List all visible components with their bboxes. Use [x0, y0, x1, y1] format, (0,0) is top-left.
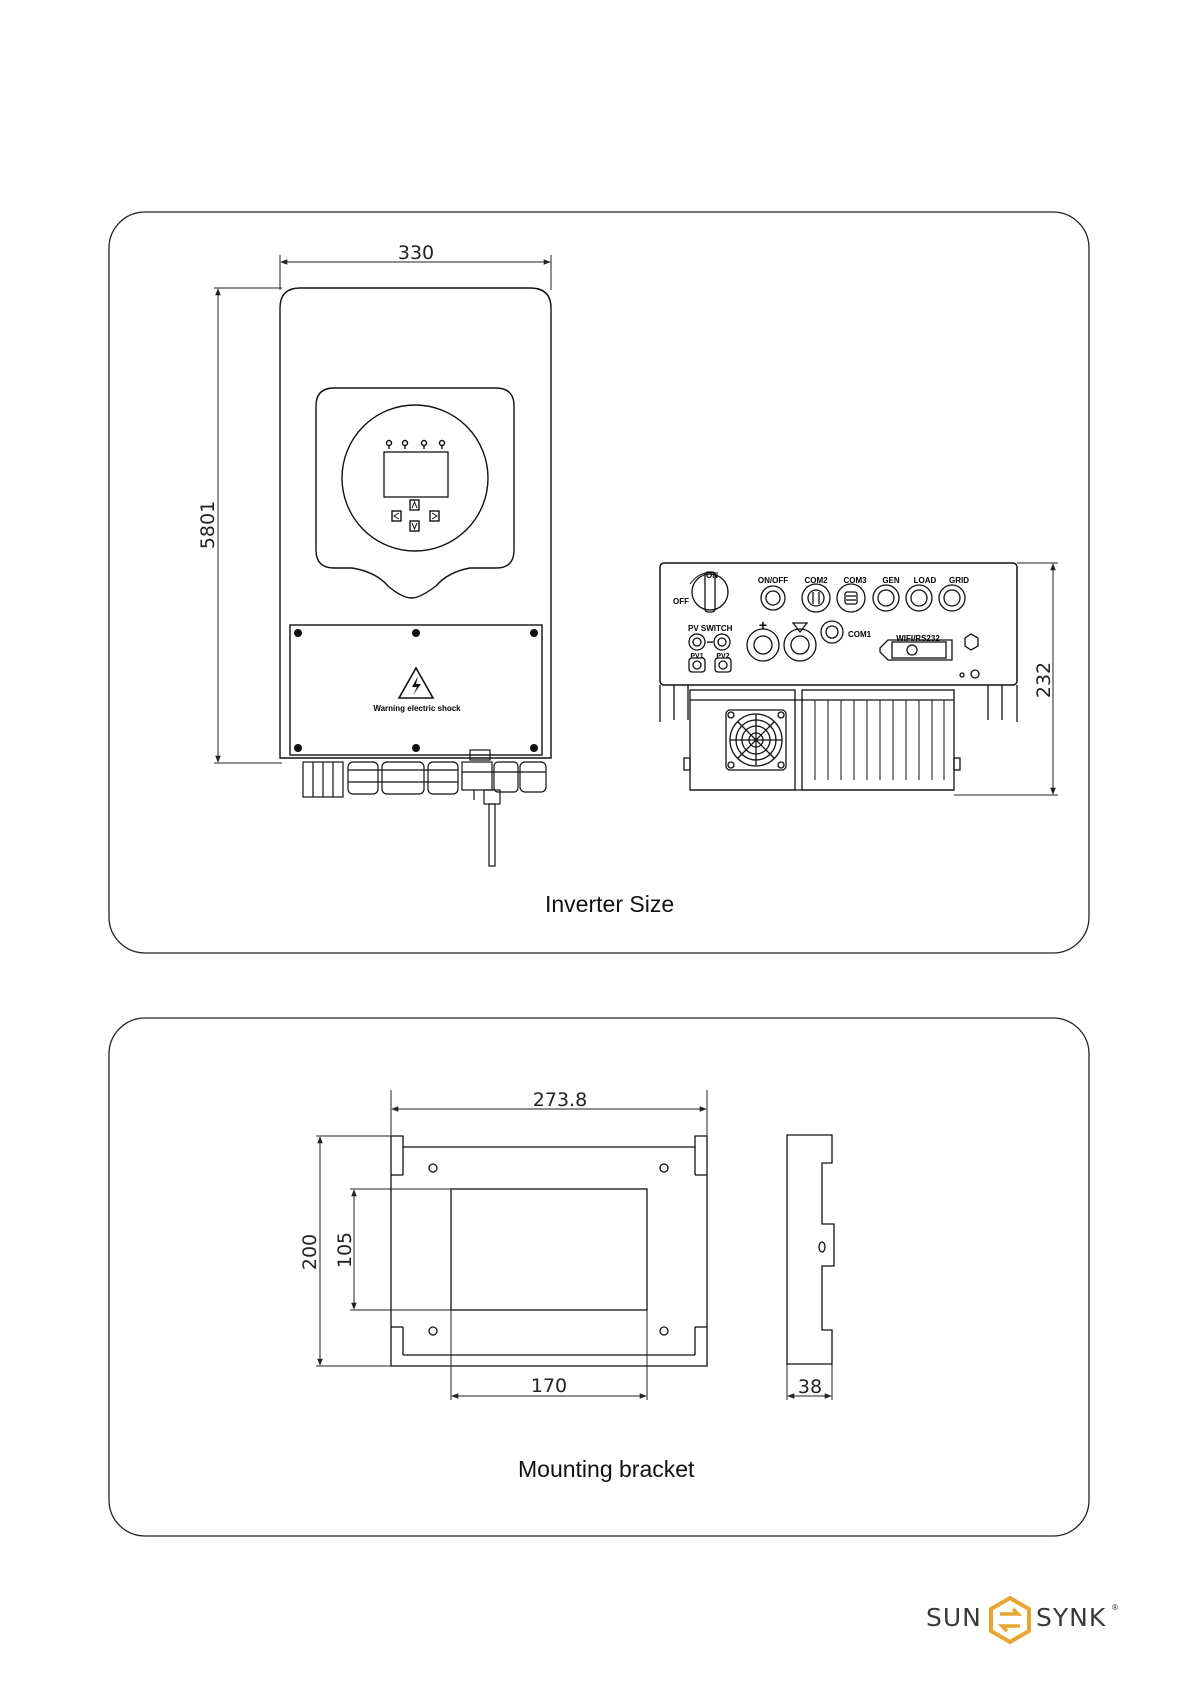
on-label: ON [706, 571, 718, 580]
inverter-size-caption: Inverter Size [545, 891, 674, 918]
dimension-label-200: 200 [299, 1234, 321, 1270]
port-label-on-off: ON/OFF [758, 576, 788, 585]
port-label-grid: GRID [949, 576, 969, 585]
brand-name-left: SUN [926, 1603, 982, 1632]
inverter-bottom-view [660, 563, 1017, 790]
pv-switch-label: PV SWITCH [688, 624, 733, 633]
plus-label: + [759, 617, 767, 633]
brand-registered-mark: ® [1111, 1603, 1119, 1612]
off-label: OFF [673, 597, 689, 606]
inverter-size-panel [109, 212, 1089, 953]
brand-name-right: SYNK [1036, 1603, 1106, 1632]
dimension-inner-height [350, 1189, 452, 1310]
bracket-front-view [391, 1136, 707, 1366]
wifi-rs232-label: WIFI/RS232 [896, 634, 940, 643]
warning-text: Warning electric shock [373, 704, 461, 713]
dimension-label-170: 170 [531, 1375, 567, 1397]
port-label-com2: COM2 [804, 576, 828, 585]
pv2-label: PV2 [716, 653, 729, 660]
dimension-label-38: 38 [798, 1376, 822, 1398]
dimension-height-5801 [214, 288, 282, 763]
pv1-label: PV1 [690, 653, 703, 660]
mounting-bracket-caption: Mounting bracket [518, 1456, 694, 1483]
dimension-label-5801: 5801 [197, 501, 219, 549]
port-label-gen: GEN [882, 576, 900, 585]
inverter-front-view [280, 288, 551, 758]
com1-label: COM1 [848, 630, 872, 639]
sunsynk-logo-icon [991, 1598, 1029, 1642]
minus-label: − [706, 635, 713, 649]
bracket-side-view [787, 1135, 834, 1364]
dimension-label-105: 105 [334, 1232, 356, 1268]
dimension-label-232: 232 [1033, 662, 1055, 698]
port-label-com3: COM3 [843, 576, 867, 585]
dimension-label-330: 330 [398, 242, 434, 264]
port-label-load: LOAD [914, 576, 937, 585]
bottom-connectors [303, 750, 546, 866]
dimension-label-273-8: 273.8 [533, 1089, 587, 1111]
